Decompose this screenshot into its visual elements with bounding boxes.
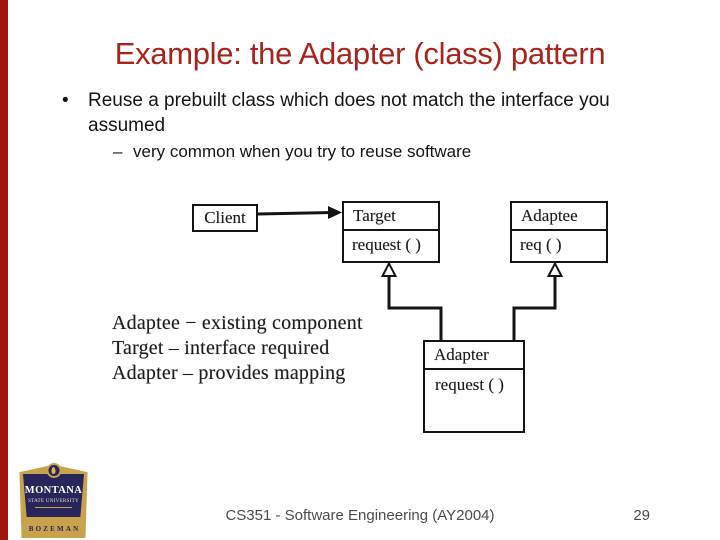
logo-city-text: BOZEMAN xyxy=(28,525,81,533)
legend-line-target: Target – interface required xyxy=(112,337,330,359)
generalization-triangle-target-icon xyxy=(380,261,398,277)
target-class-box: Target request ( ) xyxy=(342,201,440,263)
bullet-line-1: Reuse a prebuilt class which does not ma… xyxy=(88,90,610,111)
target-class-operation: request ( ) xyxy=(352,235,421,254)
adaptee-class-box: Adaptee req ( ) xyxy=(510,201,608,263)
flame-icon xyxy=(51,467,56,474)
adaptee-class-name: Adaptee xyxy=(512,203,606,231)
association-arrowhead-icon xyxy=(328,206,342,219)
msu-logo: MONTANA STATE UNIVERSITY BOZEMAN xyxy=(18,463,89,538)
sub-bullet-marker: – xyxy=(113,142,123,161)
sub-bullet-text: very common when you try to reuse softwa… xyxy=(133,142,472,161)
client-class-name: Client xyxy=(204,208,246,227)
logo-institution-text: MONTANA xyxy=(24,485,83,496)
left-accent-bar xyxy=(0,0,8,540)
page-number: 29 xyxy=(633,507,650,524)
bullet-marker: • xyxy=(62,90,69,111)
logo-subtitle-text: STATE UNIVERSITY xyxy=(28,498,79,504)
diagram-legend: Adaptee − existing component Target – in… xyxy=(112,311,363,386)
lamp-emblem-icon xyxy=(46,463,61,478)
footer-course-label: CS351 - Software Engineering (AY2004) xyxy=(225,507,495,524)
adapter-class-box: Adapter request ( ) xyxy=(423,340,525,433)
target-class-name: Target xyxy=(344,203,438,231)
bullet-text: Reuse a prebuilt class which does not ma… xyxy=(88,88,610,138)
client-class-box: Client xyxy=(192,204,258,232)
slide-title: Example: the Adapter (class) pattern xyxy=(114,36,606,71)
legend-line-adaptee: Adaptee − existing component xyxy=(112,312,363,334)
adapter-adaptee-generalization-line xyxy=(512,275,557,345)
bullet-line-2: assumed xyxy=(88,115,166,136)
client-target-association-line xyxy=(257,211,334,216)
logo-divider-rule xyxy=(35,507,72,508)
logo-navy-panel xyxy=(23,474,84,517)
adapter-target-generalization-line xyxy=(387,275,443,345)
legend-line-adapter: Adapter – provides mapping xyxy=(112,362,346,384)
generalization-triangle-adaptee-icon xyxy=(546,261,564,277)
adapter-class-operation: request ( ) xyxy=(435,375,504,394)
adapter-class-name: Adapter xyxy=(425,342,523,370)
adaptee-class-operation: req ( ) xyxy=(520,235,562,254)
